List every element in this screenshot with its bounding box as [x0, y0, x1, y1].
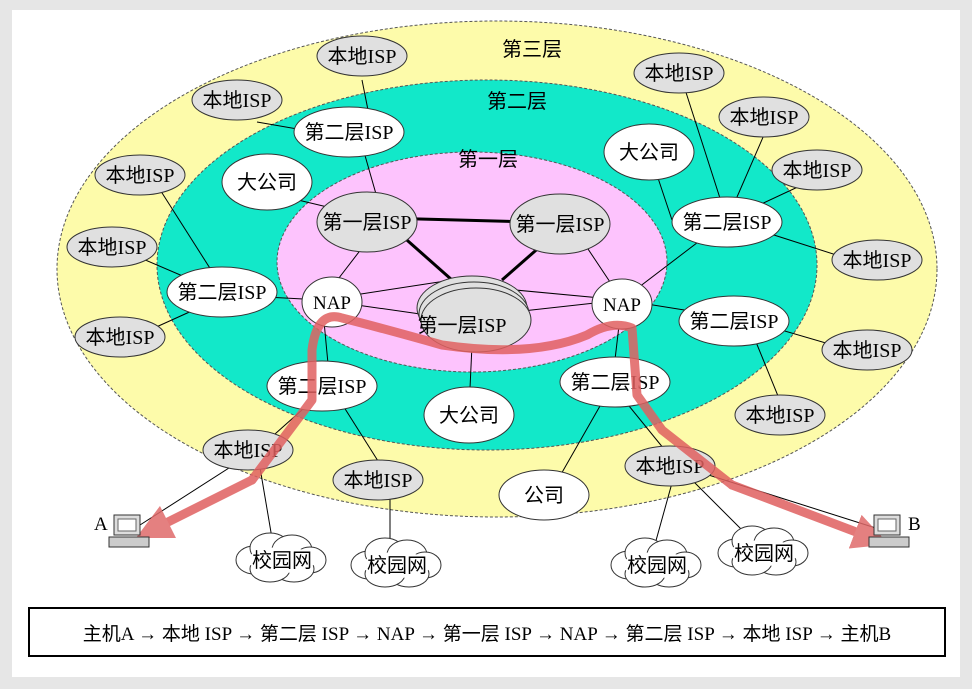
tier1-isp-node: [509, 193, 611, 255]
local-isp-node: [734, 394, 826, 436]
local-isp-node: [316, 35, 408, 77]
route-path: [135, 312, 889, 549]
local-isp-node: [771, 149, 863, 191]
big-company-label: 大公司: [619, 141, 679, 164]
campus-network-cloud: 校园网: [235, 532, 327, 583]
campus-net-label: 校园网: [252, 549, 312, 572]
tier2-isp-node: [166, 266, 278, 318]
big-company-label: 大公司: [237, 171, 297, 194]
local-isp-label: 本地ISP: [344, 469, 413, 492]
tier2-isp-label: 第二层ISP: [278, 375, 367, 398]
campus-network-cloud: 校园网: [610, 537, 702, 588]
big-company-node: [221, 153, 313, 211]
local-isp-label: 本地ISP: [78, 236, 147, 259]
campus-network-cloud: 校园网: [350, 537, 442, 588]
campus-net-label: 校园网: [734, 542, 794, 565]
big-company-node: [603, 123, 695, 181]
local-isp-label: 本地ISP: [328, 45, 397, 68]
local-isp-node: [191, 79, 283, 121]
tier1-isp-center-label: 第一层ISP: [418, 314, 507, 337]
tier2-isp-node: [559, 356, 671, 408]
tier2-isp-label: 第二层ISP: [571, 371, 660, 394]
local-isp-label: 本地ISP: [783, 159, 852, 182]
local-isp-node: [633, 52, 725, 94]
host-a-label: A: [94, 514, 108, 535]
diagram-stage: 第三层 第二层 第一层: [12, 10, 960, 677]
host-b-computer-icon: [868, 514, 910, 548]
tier2-isp-label: 第二层ISP: [178, 281, 267, 304]
tier2-isp-node: [678, 295, 790, 347]
tier1-label: 第一层: [458, 148, 518, 171]
route-caption: 主机A → 本地 ISP → 第二层 ISP → NAP → 第一层 ISP →…: [28, 607, 946, 657]
big-company-label: 大公司: [439, 404, 499, 427]
local-isp-label: 本地ISP: [203, 89, 272, 112]
local-isp-label: 本地ISP: [636, 455, 705, 478]
local-isp-node: [821, 329, 913, 371]
tier2-isp-node: [671, 196, 783, 248]
local-isp-node: [332, 459, 424, 501]
tier1-isp-node: [316, 191, 418, 253]
local-isp-node: [66, 226, 158, 268]
big-company-node: [423, 386, 515, 444]
tier2-label: 第二层: [487, 90, 547, 113]
campus-network-cloud: 校园网: [717, 525, 809, 576]
tier2-isp-label: 第二层ISP: [683, 211, 772, 234]
tier2-isp-label: 第二层ISP: [690, 310, 779, 333]
local-isp-node: [718, 96, 810, 138]
local-isp-label: 本地ISP: [645, 62, 714, 85]
host-a-computer-icon: [108, 514, 150, 548]
tier1-isp-label: 第一层ISP: [323, 211, 412, 234]
nap-label: NAP: [603, 295, 641, 316]
tier1-isp-label: 第一层ISP: [516, 213, 605, 236]
local-isp-node: [831, 239, 923, 281]
local-isp-label: 本地ISP: [730, 106, 799, 129]
campus-net-label: 校园网: [627, 554, 687, 577]
local-isp-label: 本地ISP: [746, 404, 815, 427]
local-isp-label: 本地ISP: [843, 249, 912, 272]
local-isp-label: 本地ISP: [833, 339, 902, 362]
tier3-label: 第三层: [502, 38, 562, 61]
local-isp-label: 本地ISP: [86, 326, 155, 349]
nap-node: [301, 276, 363, 328]
tier2-isp-label: 第二层ISP: [305, 121, 394, 144]
isp-hierarchy-diagram: 第三层 第二层 第一层: [56, 20, 938, 588]
campus-net-label: 校园网: [367, 554, 427, 577]
tier2-isp-node: [293, 106, 405, 158]
local-isp-node: [94, 154, 186, 196]
nap-label: NAP: [313, 293, 351, 314]
local-isp-label: 本地ISP: [106, 164, 175, 187]
company-node: [498, 469, 590, 521]
company-label: 公司: [524, 485, 564, 507]
local-isp-node: [74, 316, 166, 358]
tier2-isp-node: [266, 360, 378, 412]
host-b-label: B: [908, 514, 921, 535]
